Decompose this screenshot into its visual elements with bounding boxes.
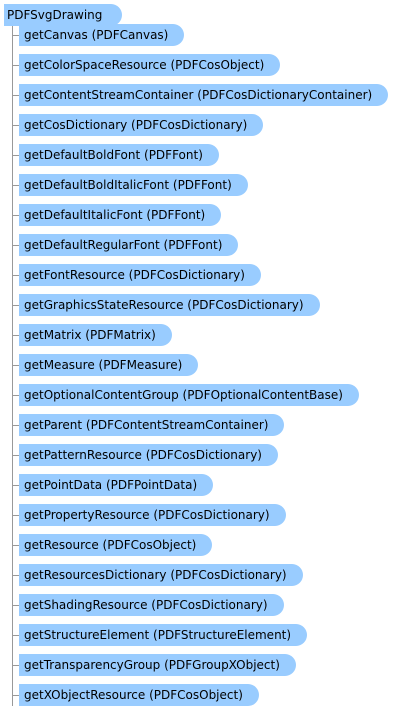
branch-connector-line [13,274,19,276]
child-node[interactable]: getMeasure (PDFMeasure) [13,354,199,376]
branch-connector-line [13,184,19,186]
child-node[interactable]: getGraphicsStateResource (PDFCosDictiona… [13,294,320,316]
branch-connector-line [13,304,19,306]
tree-trunk-line [12,26,13,706]
branch-connector-line [13,574,19,576]
branch-connector-line [13,664,19,666]
child-node[interactable]: getParent (PDFContentStreamContainer) [13,414,285,436]
child-node[interactable]: getDefaultItalicFont (PDFFont) [13,204,222,226]
child-node[interactable]: getPropertyResource (PDFCosDictionary) [13,504,286,526]
child-node-label[interactable]: getDefaultRegularFont (PDFFont) [19,234,239,256]
child-node-label[interactable]: getCosDictionary (PDFCosDictionary) [19,114,264,136]
child-node[interactable]: getColorSpaceResource (PDFCosObject) [13,54,281,76]
child-node-label[interactable]: getOptionalContentGroup (PDFOptionalCont… [19,384,359,406]
branch-connector-line [13,154,19,156]
child-node-label[interactable]: getParent (PDFContentStreamContainer) [19,414,285,436]
child-node[interactable]: getResourcesDictionary (PDFCosDictionary… [13,564,303,586]
branch-connector-line [13,124,19,126]
child-node[interactable]: getContentStreamContainer (PDFCosDiction… [13,84,389,106]
child-node-label[interactable]: getColorSpaceResource (PDFCosObject) [19,54,281,76]
branch-connector-line [13,334,19,336]
child-node-label[interactable]: getXObjectResource (PDFCosObject) [19,684,259,706]
child-node[interactable]: getResource (PDFCosObject) [13,534,213,556]
branch-connector-line [13,424,19,426]
child-node-label[interactable]: getContentStreamContainer (PDFCosDiction… [19,84,389,106]
child-node[interactable]: getOptionalContentGroup (PDFOptionalCont… [13,384,359,406]
child-node[interactable]: getDefaultBoldItalicFont (PDFFont) [13,174,248,196]
branch-connector-line [13,94,19,96]
child-node[interactable]: getDefaultBoldFont (PDFFont) [13,144,219,166]
branch-connector-line [13,64,19,66]
child-node-label[interactable]: getDefaultBoldFont (PDFFont) [19,144,219,166]
child-node[interactable]: getPatternResource (PDFCosDictionary) [13,444,278,466]
branch-connector-line [13,244,19,246]
branch-connector-line [13,214,19,216]
child-node[interactable]: getFontResource (PDFCosDictionary) [13,264,261,286]
child-node[interactable]: getCosDictionary (PDFCosDictionary) [13,114,264,136]
child-node[interactable]: getCanvas (PDFCanvas) [13,24,185,46]
child-node[interactable]: getMatrix (PDFMatrix) [13,324,172,346]
child-node-label[interactable]: getMatrix (PDFMatrix) [19,324,172,346]
child-node-label[interactable]: getTransparencyGroup (PDFGroupXObject) [19,654,296,676]
branch-connector-line [13,544,19,546]
branch-connector-line [13,484,19,486]
root-node[interactable]: PDFSvgDrawing [4,4,123,26]
root-node-label: PDFSvgDrawing [7,8,103,22]
child-node-label[interactable]: getCanvas (PDFCanvas) [19,24,185,46]
child-node-label[interactable]: getResourcesDictionary (PDFCosDictionary… [19,564,303,586]
branch-connector-line [13,634,19,636]
child-node-label[interactable]: getPropertyResource (PDFCosDictionary) [19,504,286,526]
branch-connector-line [13,364,19,366]
child-node[interactable]: getShadingResource (PDFCosDictionary) [13,594,284,616]
child-node-label[interactable]: getStructureElement (PDFStructureElement… [19,624,308,646]
child-node-label[interactable]: getShadingResource (PDFCosDictionary) [19,594,284,616]
child-node-label[interactable]: getDefaultBoldItalicFont (PDFFont) [19,174,248,196]
branch-connector-line [13,34,19,36]
child-node-label[interactable]: getGraphicsStateResource (PDFCosDictiona… [19,294,320,316]
child-node-label[interactable]: getFontResource (PDFCosDictionary) [19,264,261,286]
child-node-label[interactable]: getPointData (PDFPointData) [19,474,214,496]
branch-connector-line [13,454,19,456]
child-node[interactable]: getXObjectResource (PDFCosObject) [13,684,259,706]
branch-connector-line [13,694,19,696]
child-node[interactable]: getDefaultRegularFont (PDFFont) [13,234,239,256]
child-node-label[interactable]: getMeasure (PDFMeasure) [19,354,199,376]
child-node-label[interactable]: getResource (PDFCosObject) [19,534,213,556]
child-node[interactable]: getStructureElement (PDFStructureElement… [13,624,308,646]
branch-connector-line [13,514,19,516]
child-node-label[interactable]: getDefaultItalicFont (PDFFont) [19,204,222,226]
branch-connector-line [13,394,19,396]
branch-connector-line [13,604,19,606]
child-node[interactable]: getTransparencyGroup (PDFGroupXObject) [13,654,296,676]
child-node[interactable]: getPointData (PDFPointData) [13,474,214,496]
child-node-label[interactable]: getPatternResource (PDFCosDictionary) [19,444,278,466]
